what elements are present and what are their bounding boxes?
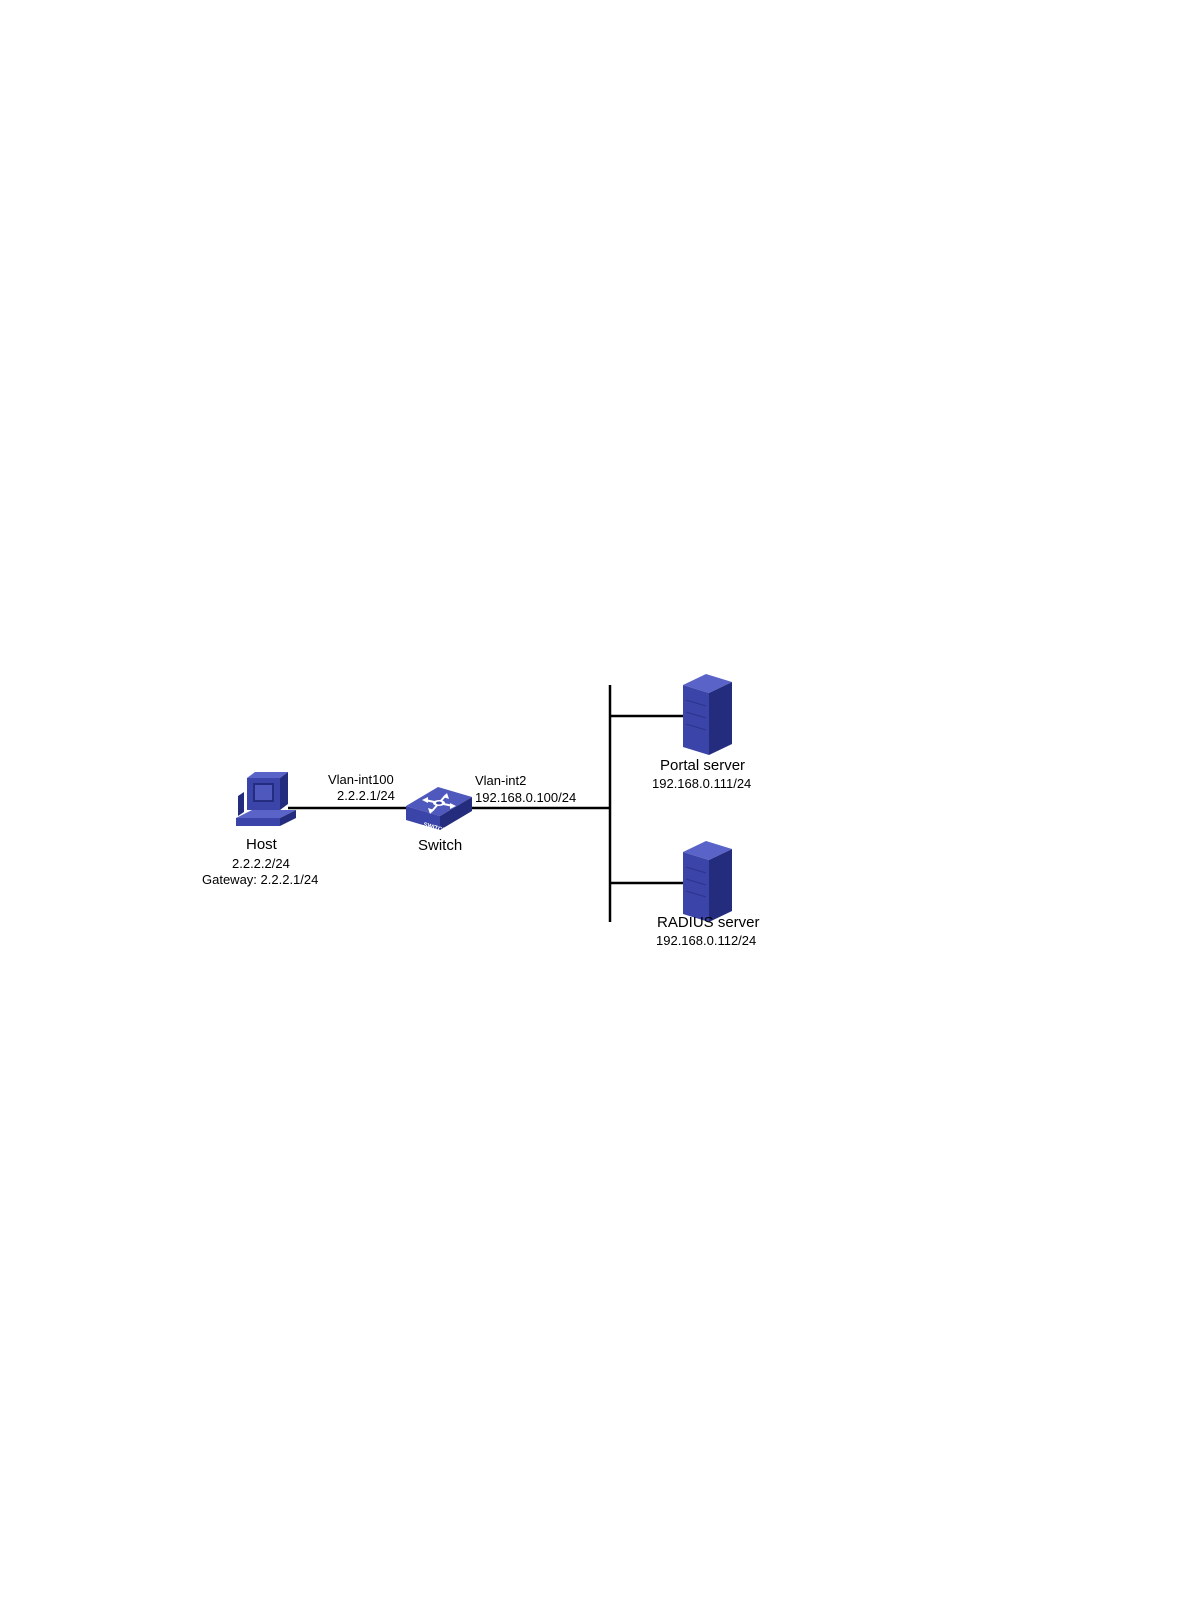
host-name: Host bbox=[246, 837, 277, 852]
host-ip: 2.2.2.2/24 bbox=[232, 857, 290, 870]
switch-left-interface-ip: 2.2.2.1/24 bbox=[337, 789, 395, 802]
switch-left-interface-name: Vlan-int100 bbox=[328, 773, 394, 786]
server-icon bbox=[683, 674, 732, 755]
portal-server-name: Portal server bbox=[660, 758, 745, 773]
host-gateway: Gateway: 2.2.2.1/24 bbox=[202, 873, 318, 886]
switch-right-interface-name: Vlan-int2 bbox=[475, 774, 526, 787]
switch-icon: SWITCH bbox=[406, 787, 472, 834]
desktop-computer-icon bbox=[236, 772, 296, 826]
portal-server-ip: 192.168.0.111/24 bbox=[652, 777, 751, 790]
radius-server-name: RADIUS server bbox=[657, 915, 760, 930]
server-icon bbox=[683, 841, 732, 922]
switch-name: Switch bbox=[418, 838, 462, 853]
radius-server-ip: 192.168.0.112/24 bbox=[656, 934, 756, 947]
switch-right-interface-ip: 192.168.0.100/24 bbox=[475, 791, 576, 804]
